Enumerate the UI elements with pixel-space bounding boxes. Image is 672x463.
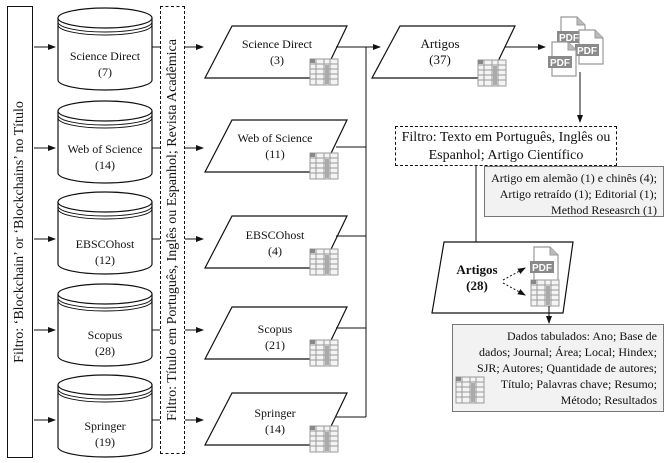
database-name: Scopus bbox=[87, 328, 123, 342]
result-name: Science Direct bbox=[241, 37, 313, 51]
connectors-db-to-filter bbox=[152, 46, 160, 421]
database-cylinder bbox=[57, 7, 153, 91]
result-count: (21) bbox=[265, 338, 285, 352]
database-name: EBSCOhost bbox=[75, 237, 135, 251]
exclusion-line: Artigo retraído (1); Editorial (1); bbox=[499, 187, 657, 201]
database-science-direct: Science Direct (7) bbox=[58, 48, 152, 80]
result-name: Web of Science bbox=[237, 131, 313, 145]
database-ebscohost: EBSCOhost (12) bbox=[58, 236, 152, 268]
result-parallelogram bbox=[204, 215, 348, 276]
arrows-to-databases bbox=[34, 44, 56, 423]
result-count: (3) bbox=[270, 53, 284, 67]
spreadsheet-icon bbox=[477, 59, 507, 87]
result-ebscohost: EBSCOhost (4) bbox=[220, 227, 330, 259]
database-name: Science Direct bbox=[69, 49, 141, 63]
spreadsheet-icon bbox=[455, 376, 485, 404]
tabulated-line: Dados tabulados: Ano; Base de bbox=[507, 329, 657, 343]
final-articles: Artigos (28) bbox=[452, 262, 502, 294]
database-web-of-science: Web of Science (14) bbox=[58, 141, 152, 173]
result-count: (14) bbox=[265, 422, 285, 436]
result-count: (11) bbox=[265, 147, 285, 161]
arrows-to-results bbox=[185, 44, 204, 423]
database-count: (14) bbox=[95, 158, 115, 172]
database-cylinder bbox=[57, 191, 153, 275]
database-name: Web of Science bbox=[67, 142, 143, 156]
tabulated-line: dados; Journal; Área; Local; Hindex; bbox=[479, 345, 657, 359]
spreadsheet-icon bbox=[530, 279, 560, 307]
database-scopus: Scopus (28) bbox=[58, 327, 152, 359]
filter-language-journal-text: Filtro: Título em Português, Inglês ou E… bbox=[164, 39, 180, 421]
database-count: (28) bbox=[95, 344, 115, 358]
filter-title-keyword-text: Filtro: ‘Blockchain’ or ‘Blockchains’ no… bbox=[12, 101, 27, 363]
database-name: Springer bbox=[84, 419, 126, 433]
database-count: (19) bbox=[95, 435, 115, 449]
database-count: (12) bbox=[95, 253, 115, 267]
filter-language-journal: Filtro: Título em Português, Inglês ou E… bbox=[160, 6, 185, 454]
result-science-direct: Science Direct (3) bbox=[222, 36, 332, 68]
filter-fulltext: Filtro: Texto em Português, Inglês ou Es… bbox=[395, 126, 617, 166]
database-count: (7) bbox=[98, 65, 112, 79]
pdf-icon bbox=[529, 246, 559, 282]
tabulated-data-box: Dados tabulados: Ano; Base de dados; Jou… bbox=[452, 324, 664, 412]
database-cylinder bbox=[57, 100, 153, 184]
result-parallelogram bbox=[204, 306, 348, 367]
result-parallelogram bbox=[204, 25, 348, 86]
filter-fulltext-line: Filtro: Texto em Português, Inglês ou bbox=[401, 130, 611, 145]
merged-articles: Artigos (37) bbox=[400, 36, 480, 68]
merge-bus bbox=[336, 44, 381, 418]
result-name: EBSCOhost bbox=[245, 228, 305, 242]
merged-name: Artigos bbox=[420, 36, 460, 51]
final-count: (28) bbox=[466, 278, 488, 293]
result-parallelogram bbox=[204, 392, 348, 453]
exclusions-box: Artigo em alemão (1) e chinês (4); Artig… bbox=[484, 166, 664, 217]
result-name: Springer bbox=[254, 406, 296, 420]
tabulated-line: SJR; Autores; Quantidade de autores; bbox=[477, 361, 657, 375]
filter-fulltext-line: Espanhol; Artigo Científico bbox=[428, 148, 584, 163]
merged-count: (37) bbox=[429, 52, 451, 67]
tabulated-line: Título; Palavras chave; Resumo; bbox=[500, 377, 657, 391]
result-count: (4) bbox=[268, 244, 282, 258]
result-scopus: Scopus (21) bbox=[220, 321, 330, 353]
result-name: Scopus bbox=[257, 322, 293, 336]
database-cylinder bbox=[57, 374, 153, 458]
tabulated-line: Método; Resultados bbox=[560, 393, 657, 407]
split-arrows bbox=[502, 267, 526, 296]
exclusion-line: Method Reseasrch (1) bbox=[551, 203, 657, 217]
result-springer: Springer (14) bbox=[220, 405, 330, 437]
final-name: Artigos bbox=[456, 262, 498, 277]
filter-title-keyword: Filtro: ‘Blockchain’ or ‘Blockchains’ no… bbox=[7, 6, 33, 458]
exclusion-line: Artigo em alemão (1) e chinês (4); bbox=[491, 171, 657, 185]
database-cylinder bbox=[57, 283, 153, 367]
result-web-of-science: Web of Science (11) bbox=[220, 130, 330, 162]
result-parallelogram bbox=[204, 119, 348, 180]
database-springer: Springer (19) bbox=[58, 418, 152, 450]
pdf-stack-icon bbox=[547, 16, 604, 77]
